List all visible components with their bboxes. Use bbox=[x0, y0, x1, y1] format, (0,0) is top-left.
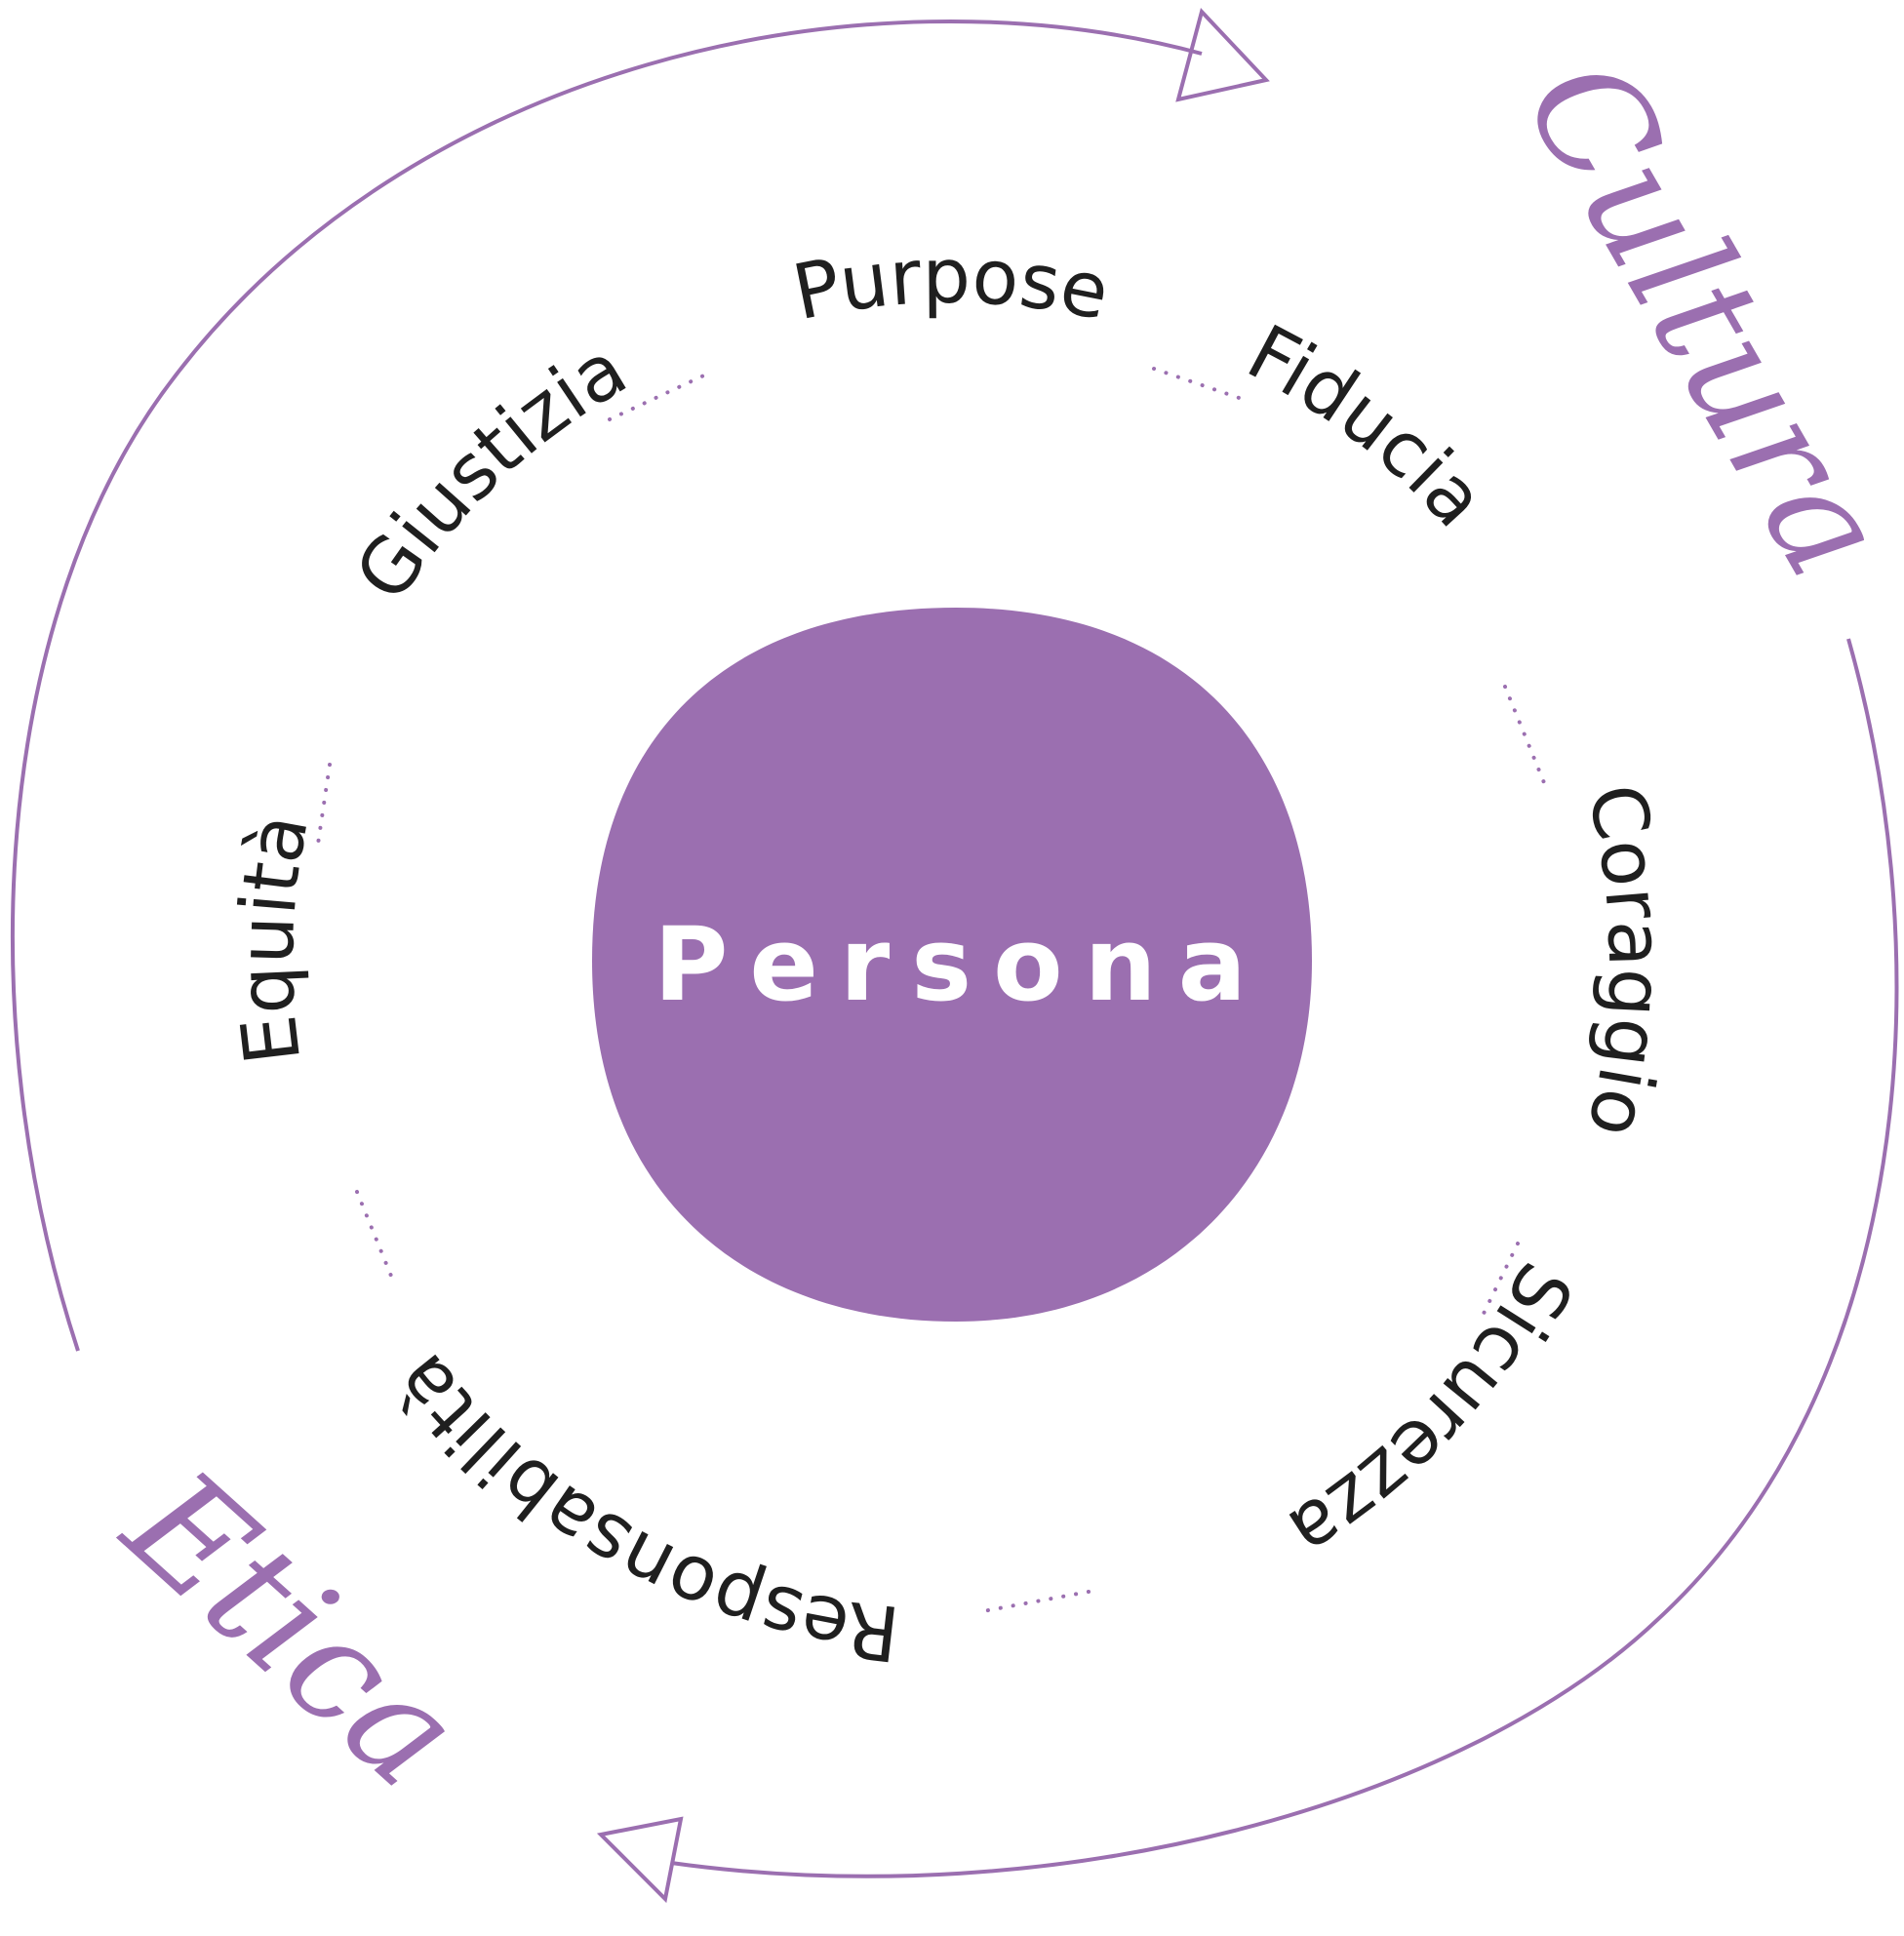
dots-fiducia-coraggio bbox=[1503, 685, 1547, 787]
value-responsabilita: Responsabilità bbox=[377, 1337, 904, 1677]
persona-label: Persona bbox=[654, 905, 1268, 1024]
dots-purpose-fiducia bbox=[1152, 367, 1252, 404]
dotted-connectors bbox=[315, 367, 1547, 1613]
label-cultura: Cultura bbox=[1491, 31, 1904, 604]
dots-coraggio-sicurezza bbox=[1478, 1242, 1520, 1324]
value-equita: Equità bbox=[223, 808, 326, 1069]
upper-cycle-arc bbox=[10, 20, 1203, 1352]
value-fiducia: Fiducia bbox=[1234, 309, 1502, 544]
dots-equita-responsabilita bbox=[355, 1190, 397, 1287]
cycle-arrows bbox=[10, 8, 1899, 1904]
value-coraggio: Coraggio bbox=[1569, 776, 1679, 1145]
dots-sicurezza-responsabilita bbox=[981, 1590, 1091, 1613]
value-giustizia: Giustizia bbox=[339, 325, 642, 616]
persona-blob bbox=[592, 608, 1312, 1322]
label-etica: Etica bbox=[92, 1437, 491, 1820]
lower-cycle-arc bbox=[670, 638, 1899, 1878]
lower-arrowhead-icon bbox=[596, 1816, 684, 1904]
value-purpose: Purpose bbox=[786, 233, 1116, 337]
upper-arrowhead-icon bbox=[1175, 8, 1270, 102]
value-sicurezza: Sicurezza bbox=[1273, 1248, 1589, 1577]
dots-giustizia-equita bbox=[315, 763, 332, 852]
